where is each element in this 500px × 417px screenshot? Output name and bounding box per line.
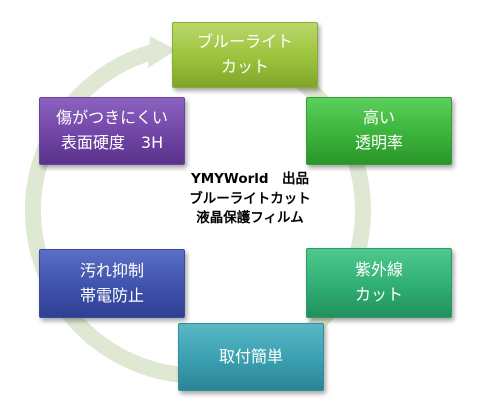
feature-uv-cut: 紫外線 カット <box>306 248 452 318</box>
feature-label: 紫外線 <box>354 260 403 280</box>
feature-label: 透明率 <box>354 133 403 152</box>
feature-label: 傷がつきにくい <box>56 108 168 128</box>
feature-blue-light-cut: ブルーライト カット <box>172 22 318 88</box>
feature-label: 帯電防止 <box>79 285 144 305</box>
feature-anti-smudge-antistatic: 汚れ抑制 帯電防止 <box>39 249 185 318</box>
feature-label: 高い <box>362 108 395 128</box>
feature-label: ブルーライト <box>196 32 293 52</box>
feature-label: 表面硬度 3H <box>60 133 164 152</box>
feature-scratch-resistant: 傷がつきにくい 表面硬度 3H <box>39 97 185 165</box>
feature-label: カット <box>354 285 403 304</box>
cycle-arrow-head <box>148 36 176 68</box>
feature-label: カット <box>220 57 269 76</box>
center-product-line: ブルーライトカット <box>189 190 311 207</box>
center-product-title: YMYWorld 出品 ブルーライトカット 液晶保護フィルム <box>170 170 330 229</box>
center-brand-line: YMYWorld 出品 <box>190 171 310 187</box>
feature-high-transparency: 高い 透明率 <box>306 97 452 165</box>
center-product-type-line: 液晶保護フィルム <box>196 210 304 227</box>
feature-label: 汚れ抑制 <box>79 260 144 280</box>
feature-easy-install: 取付簡単 <box>178 323 324 391</box>
feature-label: 取付簡単 <box>218 346 283 366</box>
